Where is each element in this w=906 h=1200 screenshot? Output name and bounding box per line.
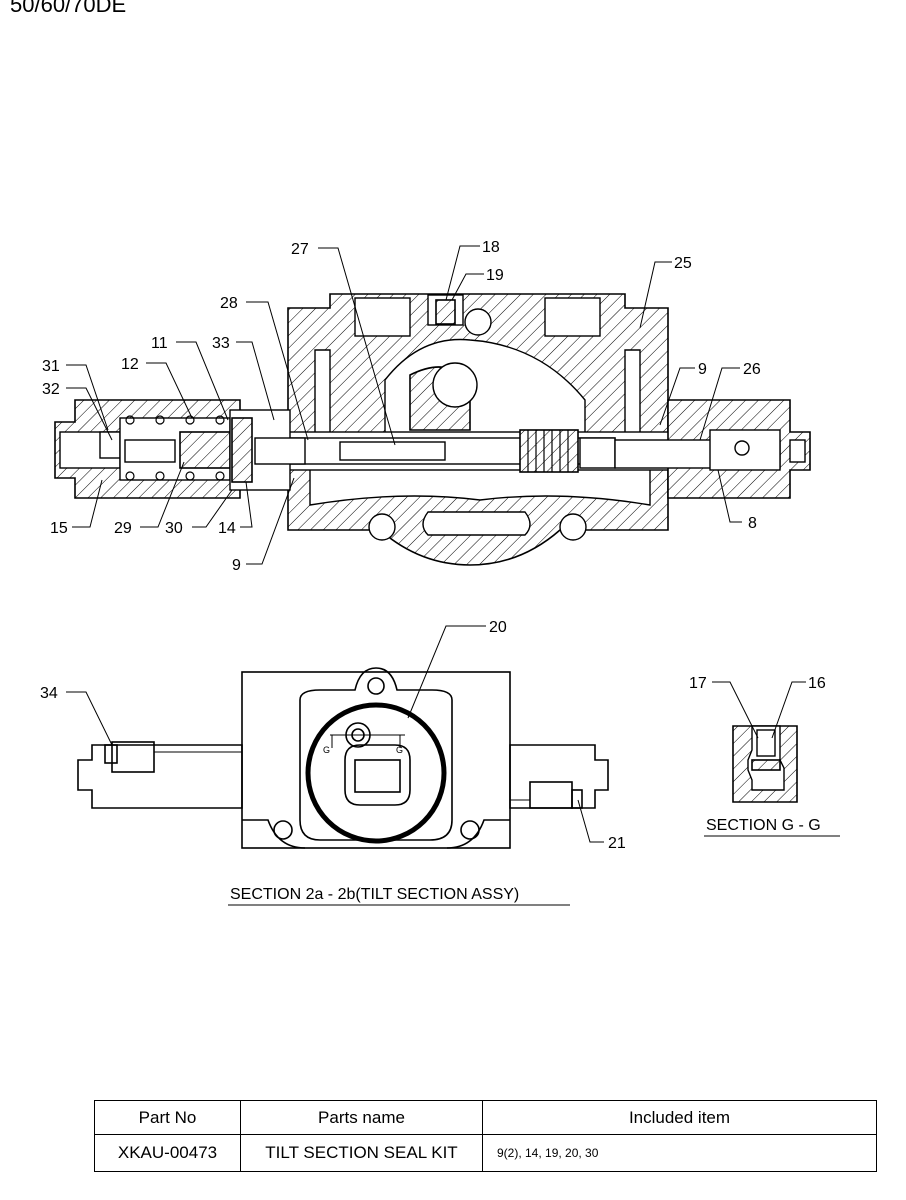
- callout-17: 17: [689, 675, 707, 692]
- callout-31: 31: [42, 358, 60, 375]
- header-part-no: Part No: [94, 1100, 241, 1135]
- parts-table-header-row: Part No Parts name Included item: [94, 1100, 877, 1135]
- table-row: XKAU-00473 TILT SECTION SEAL KIT 9(2), 1…: [94, 1134, 877, 1172]
- o-ring-20: [305, 702, 447, 844]
- body-core-hole: [432, 362, 478, 408]
- callout-12: 12: [121, 356, 139, 373]
- tilt-section-view: G G 20 34 21 SECTION 2a - 2b(TILT SECTIO…: [40, 619, 626, 906]
- callout-14: 14: [218, 520, 236, 537]
- flange-hole-top: [367, 677, 385, 695]
- body-channel-left: [314, 349, 331, 441]
- body-hole-bottom-right: [559, 513, 587, 541]
- cell-included-item: 9(2), 14, 19, 20, 30: [482, 1134, 877, 1172]
- callout-26: 26: [743, 361, 761, 378]
- body-slot: [422, 511, 531, 536]
- callout-16: 16: [808, 675, 826, 692]
- spool-land-grooved: [519, 429, 579, 473]
- right-cap-plug: [789, 439, 806, 463]
- body-corner-left: [242, 819, 306, 849]
- bolt-28: [254, 437, 306, 465]
- callout-25: 25: [674, 255, 692, 272]
- section-leader-lines: [66, 625, 604, 843]
- parts-table: Part No Parts name Included item XKAU-00…: [94, 1100, 877, 1172]
- cell-parts-name: TILT SECTION SEAL KIT: [240, 1134, 483, 1172]
- model-title: 50/60/70DE: [10, 0, 127, 17]
- callout-30: 30: [165, 520, 183, 537]
- callout-20: 20: [489, 619, 507, 636]
- callout-18: 18: [482, 239, 500, 256]
- top-cross-section: 27 18 19 25 28 11 33 12 31 32 9 26 15 29…: [42, 239, 811, 574]
- left-cap-nub: [104, 744, 118, 764]
- callout-11: 11: [151, 335, 168, 352]
- spring-retainer: [124, 439, 176, 463]
- gg-leader-lines: [712, 681, 806, 739]
- spool-end: [579, 437, 616, 469]
- flange-hole-right: [460, 820, 480, 840]
- caption-tilt-section: SECTION 2a - 2b(TILT SECTION ASSY): [230, 886, 519, 903]
- right-cap-pin: [734, 440, 750, 456]
- callout-19: 19: [486, 267, 504, 284]
- callout-27: 27: [291, 241, 309, 258]
- spacer-hatched: [231, 417, 253, 483]
- flange-outline: [299, 667, 453, 841]
- right-cap-nub: [571, 789, 583, 809]
- body-port-right: [544, 297, 601, 337]
- marker-g-left: G: [323, 745, 330, 755]
- right-cap-outline: [509, 744, 609, 809]
- spool-inner-rod: [339, 441, 446, 461]
- callout-34: 34: [40, 685, 58, 702]
- left-cap-outline: [77, 744, 243, 809]
- callout-9-top: 9: [698, 361, 707, 378]
- callout-28: 28: [220, 295, 238, 312]
- callout-32: 32: [42, 381, 60, 398]
- callout-33: 33: [212, 335, 230, 352]
- spring-seat-29: [179, 431, 231, 469]
- left-cap-plug-34: [111, 741, 155, 773]
- flange-hole-left: [273, 820, 293, 840]
- body-port-left: [354, 297, 411, 337]
- plug-18: [435, 299, 456, 325]
- inner-port-core: [354, 759, 401, 793]
- cell-part-no: XKAU-00473: [94, 1134, 241, 1172]
- body-lower-passage: [309, 464, 651, 506]
- callout-29: 29: [114, 520, 132, 537]
- right-cap-plug-21: [529, 781, 573, 809]
- section-gg-view: 17 16 SECTION G - G: [689, 675, 840, 837]
- marker-g-right: G: [396, 745, 403, 755]
- header-parts-name: Parts name: [240, 1100, 483, 1135]
- spring-coils: [125, 415, 225, 481]
- callout-8: 8: [748, 515, 757, 532]
- spool-grooves: [527, 430, 569, 472]
- plug-16: [756, 729, 776, 757]
- callout-21: 21: [608, 835, 626, 852]
- callout-9-bottom: 9: [232, 557, 241, 574]
- callout-15: 15: [50, 520, 68, 537]
- tilt-section-diagram: 27 18 19 25 28 11 33 12 31 32 9 26 15 29…: [40, 239, 840, 906]
- top-leader-lines: [66, 245, 742, 565]
- caption-section-gg: SECTION G - G: [706, 817, 821, 834]
- seal-17: [751, 759, 781, 771]
- body-channel-right: [624, 349, 641, 441]
- body-hole-bottom-left: [368, 513, 396, 541]
- body-hole-top: [464, 308, 492, 336]
- header-included-item: Included item: [482, 1100, 877, 1135]
